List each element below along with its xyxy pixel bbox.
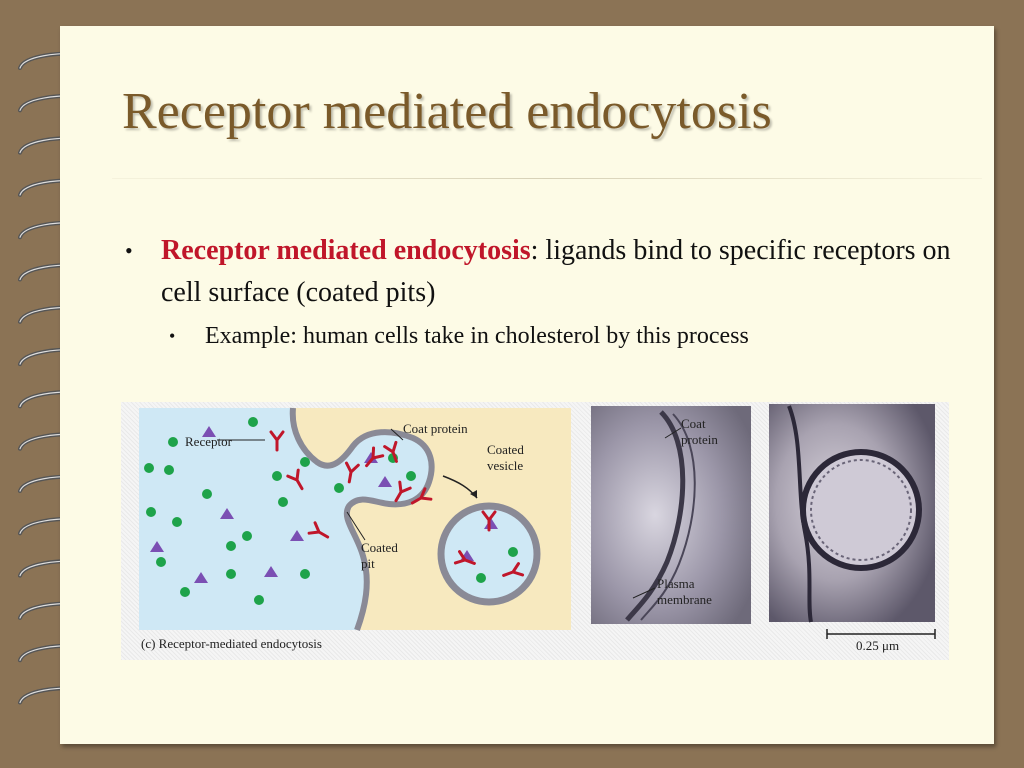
label-coated-pit-1: Coated [361, 540, 398, 555]
ligand-purple [202, 426, 216, 437]
ligand-green [226, 569, 236, 579]
receptor-protein [307, 521, 330, 539]
receptor-group [269, 430, 525, 577]
ligand-green [300, 569, 310, 579]
micrograph-2-vesicle [800, 449, 922, 571]
receptor-protein [383, 440, 398, 463]
ligand-green [242, 531, 252, 541]
em-coat-leader [664, 427, 682, 439]
ligand-purple [194, 572, 208, 583]
receptor-protein [502, 562, 525, 577]
ligand-green [254, 595, 264, 605]
bullet-text: : ligands bind to specific receptors on … [161, 235, 951, 308]
receptor-protein [365, 446, 385, 468]
em-label-plasma-1: Plasma [657, 576, 695, 591]
micrograph-2-inner [810, 459, 912, 561]
plasma-membrane [289, 407, 435, 632]
ligand-green [278, 497, 288, 507]
endocytosis-figure: Receptor Coat protein Coated vesicle Coa… [121, 402, 949, 660]
ligand-green [144, 463, 154, 473]
figure-caption: (c) Receptor-mediated endocytosis [141, 636, 322, 651]
ligand-green [202, 489, 212, 499]
title-divider [112, 178, 982, 179]
coat-leader [390, 428, 404, 441]
receptor-protein [453, 550, 476, 565]
ligand-purple [150, 541, 164, 552]
receptor-protein [410, 487, 433, 505]
micrograph-coated-vesicle: 0.25 μm [769, 404, 936, 653]
ligand-green [172, 517, 182, 527]
sub-bullet-dot: • [169, 326, 176, 346]
label-coated-vesicle-1: Coated [487, 442, 524, 457]
sub-bullet-item-1: • Example: human cells take in cholester… [169, 318, 965, 354]
bullet-list: • Receptor mediated endocytosis: ligands… [125, 230, 965, 354]
slide-title: Receptor mediated endocytosis [122, 83, 772, 140]
bullet-dot: • [125, 238, 133, 263]
ligand-green [180, 587, 190, 597]
ligand-green [334, 483, 344, 493]
receptor-protein [286, 468, 304, 491]
ligand-purple [290, 530, 304, 541]
ligand-green [406, 471, 416, 481]
em-label-coat-2: protein [681, 432, 718, 447]
extracellular-region [139, 408, 432, 630]
ligand-purple [364, 452, 378, 463]
receptor-protein [481, 510, 497, 532]
figure-svg: Receptor Coat protein Coated vesicle Coa… [139, 404, 936, 653]
label-coated-pit-2: pit [361, 556, 375, 571]
pit-leader [346, 511, 366, 541]
ligand-purple [220, 508, 234, 519]
label-coat-protein: Coat protein [403, 421, 468, 436]
receptor-protein [394, 480, 412, 503]
micrograph-coated-pit: Coat protein Plasma membrane [591, 406, 751, 624]
label-receptor: Receptor [185, 434, 233, 449]
ligand-green [156, 557, 166, 567]
diagram-panel: Receptor Coat protein Coated vesicle Coa… [139, 407, 571, 651]
ligand-green [508, 547, 518, 557]
label-coated-vesicle-2: vesicle [487, 458, 523, 473]
ligand-green [146, 507, 156, 517]
arrow-head [470, 490, 477, 498]
em-label-plasma-2: membrane [657, 592, 712, 607]
ligand-green [272, 471, 282, 481]
ligand-green [226, 541, 236, 551]
ligand-group [144, 417, 518, 605]
ligand-green [476, 573, 486, 583]
scale-label: 0.25 μm [856, 638, 899, 653]
ligand-green [248, 417, 258, 427]
ligand-green [168, 437, 178, 447]
micrograph-1-bg [591, 406, 751, 624]
receptor-protein [269, 430, 285, 452]
ligand-green [164, 465, 174, 475]
bullet-term: Receptor mediated endocytosis [161, 235, 531, 266]
em-plasma-leader [632, 587, 656, 599]
receptor-protein [344, 461, 360, 484]
micrograph-2-membrane [787, 405, 813, 623]
micrograph-1-membrane [625, 410, 686, 622]
ligand-purple [378, 476, 392, 487]
bullet-item-1: • Receptor mediated endocytosis: ligands… [125, 230, 965, 314]
ligand-green [300, 457, 310, 467]
ligand-purple [264, 566, 278, 577]
micrograph-1-coat [640, 413, 696, 621]
sub-bullet-text: Example: human cells take in cholesterol… [205, 323, 749, 349]
coated-vesicle [437, 502, 541, 606]
em-label-coat-1: Coat [681, 416, 706, 431]
